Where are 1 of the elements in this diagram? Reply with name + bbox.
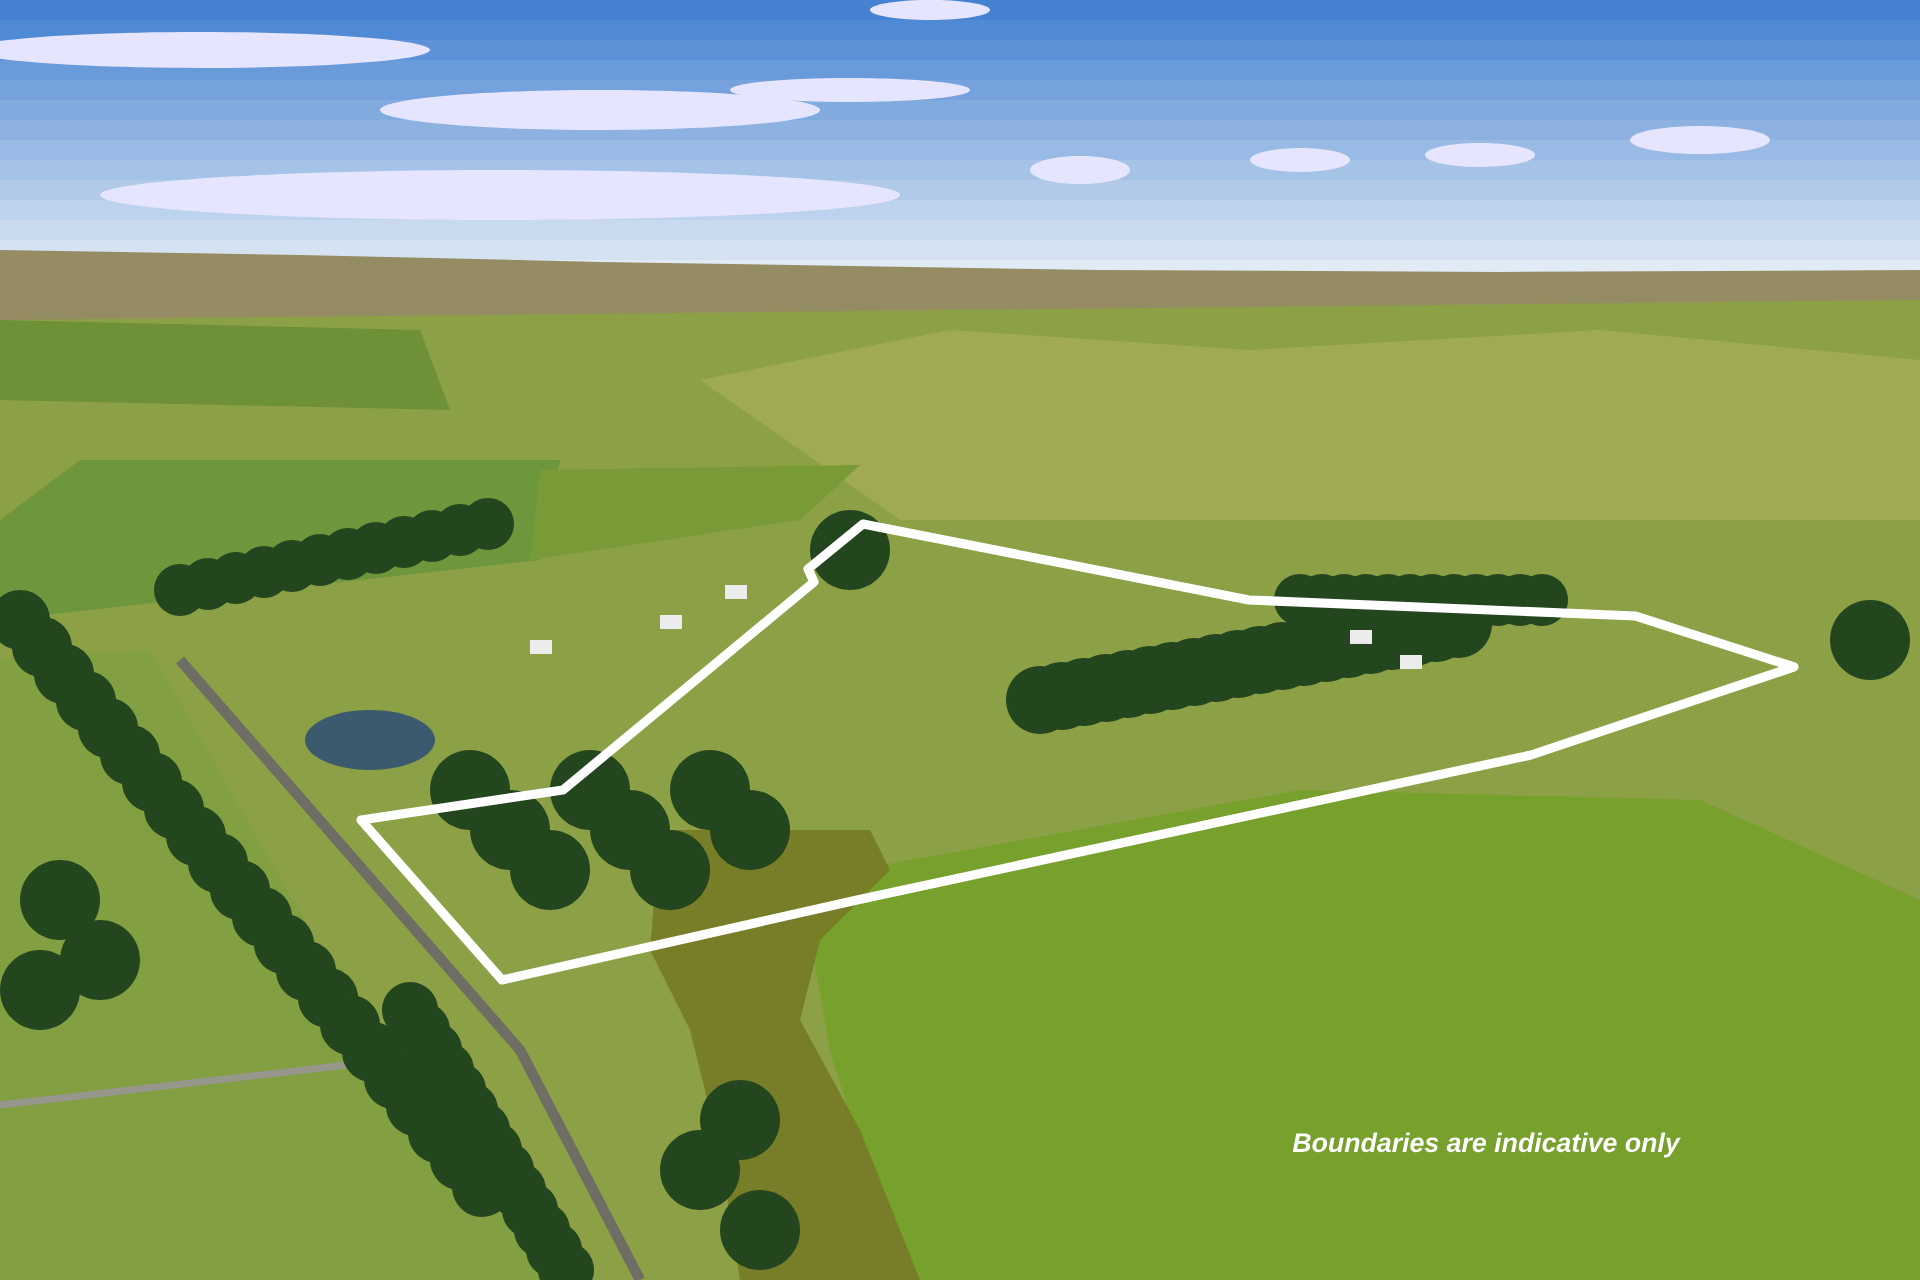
disclaimer-text: Boundaries are indicative only [1292, 1132, 1681, 1158]
